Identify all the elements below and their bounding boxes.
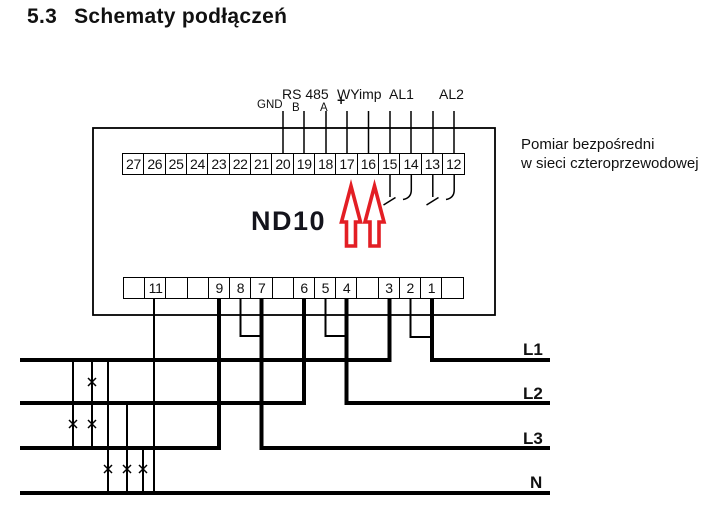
terminal-cell: 1 (420, 277, 443, 299)
alarm-contact-al2 (426, 175, 455, 206)
section-title: Schematy podłączeń (74, 5, 288, 28)
terminal-cell: 21 (250, 153, 273, 175)
terminal-cell: 14 (399, 153, 423, 175)
b-label: B (292, 102, 300, 114)
terminal-cell: 2 (398, 277, 422, 299)
measurement-note: Pomiar bezpośredni w sieci czteroprzewod… (521, 135, 699, 173)
line-label-n: N (530, 473, 543, 492)
terminal-cell: 17 (335, 153, 359, 175)
bus-lines (20, 358, 550, 495)
terminal-cell-screw (123, 277, 146, 299)
terminal-cell: 12 (442, 153, 466, 175)
terminal-cell (186, 277, 210, 299)
note-line-2: w sieci czteroprzewodowej (521, 155, 699, 172)
up-arrow-icon (362, 178, 387, 248)
terminal-cell: 19 (292, 153, 316, 175)
al2-label: AL2 (439, 86, 464, 102)
a-label: A (320, 102, 328, 114)
terminal-cell: 3 (377, 277, 401, 299)
note-line-1: Pomiar bezpośredni (521, 136, 655, 153)
terminal-cell: 15 (378, 153, 402, 175)
alarm-contact-al1 (383, 175, 413, 206)
terminal-cell: 5 (313, 277, 337, 299)
junction-x-marks (68, 377, 148, 474)
terminal-cell-screw (441, 277, 465, 299)
terminal-cell: 20 (271, 153, 295, 175)
terminal-cell: 23 (207, 153, 231, 175)
terminal-cell: 7 (250, 277, 274, 299)
terminal-cell (165, 277, 189, 299)
impulse-arrows (339, 178, 387, 248)
device-outline (92, 127, 496, 316)
fuse-stubs (72, 360, 144, 493)
line-label-l2: L2 (523, 384, 543, 403)
terminal-cell: 27 (122, 153, 145, 175)
terminal-cell: 13 (420, 153, 444, 175)
line-label-l1: L1 (523, 340, 543, 359)
plus-label: + (337, 92, 346, 108)
terminal-cell: 26 (143, 153, 167, 175)
current-wires (217, 299, 434, 449)
terminal-cell: 6 (292, 277, 316, 299)
terminal-cell (271, 277, 295, 299)
terminal-cell: 25 (164, 153, 188, 175)
terminal-cell: 4 (335, 277, 358, 299)
terminal-cell: 9 (207, 277, 231, 299)
line-label-l3: L3 (523, 429, 543, 448)
top-terminal-wires (282, 111, 455, 153)
terminal-cell: 18 (314, 153, 338, 175)
terminal-cell: 8 (229, 277, 252, 299)
terminal-cell: 24 (186, 153, 209, 175)
terminal-cell: 11 (144, 277, 168, 299)
section-heading: 5.3 Schematy podłączeń (27, 5, 287, 29)
up-arrow-icon (339, 178, 363, 248)
voltage-tap-wires (153, 299, 432, 493)
terminal-cell: 16 (356, 153, 380, 175)
terminal-cell (356, 277, 380, 299)
wyimp-label: WYimp (337, 86, 382, 102)
rs485-label: RS 485 (282, 86, 329, 102)
device-name: ND10 (251, 206, 327, 236)
terminal-cell: 22 (228, 153, 252, 175)
gnd-label: GND (257, 99, 283, 111)
section-number: 5.3 (27, 5, 58, 28)
al1-label: AL1 (389, 86, 414, 102)
